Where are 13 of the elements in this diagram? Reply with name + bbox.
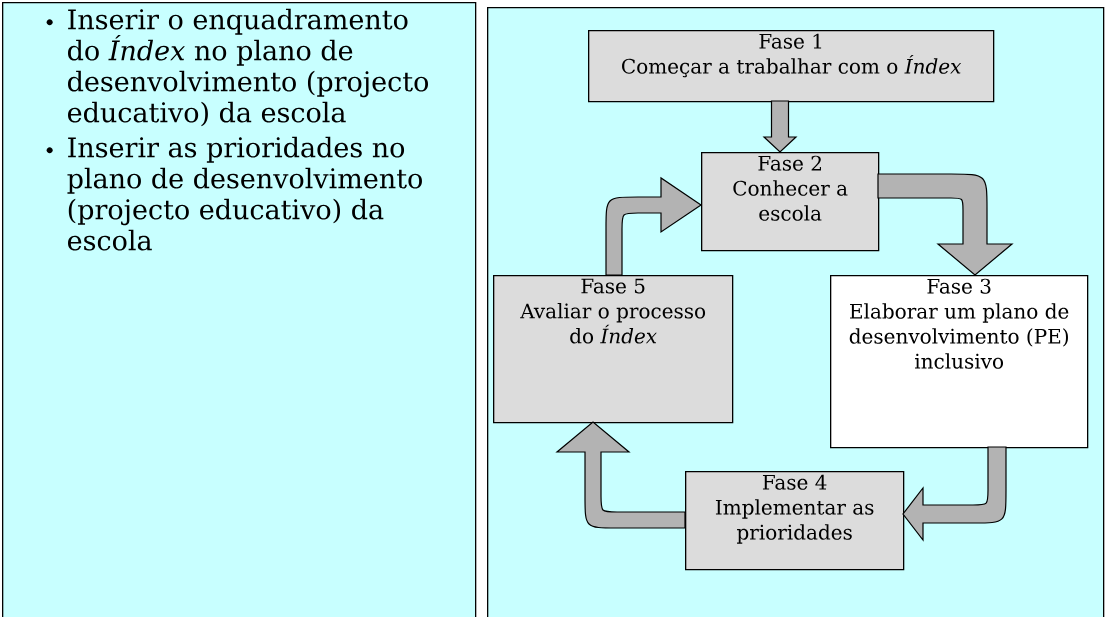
phase-box: Fase 5 Avaliar o processo do Índex bbox=[493, 275, 734, 424]
block-arrow bbox=[877, 173, 1013, 276]
phase-box: Fase 4 Implementar as prioridades bbox=[685, 471, 905, 571]
block-arrow bbox=[762, 100, 798, 153]
phase-box: Fase 3 Elaborar um plano de desenvolvimento (PE) inclusivo bbox=[830, 275, 1089, 449]
phase-box: Fase 1 Começar a trabalhar com o Índex bbox=[588, 30, 995, 103]
block-arrow bbox=[556, 421, 686, 529]
text-panel bbox=[2, 2, 477, 617]
block-arrow bbox=[605, 177, 702, 276]
list-item: Inserir as prioridades no plano de desenvolvimento (projecto educativo) da escola bbox=[67, 136, 422, 251]
phase-box: Fase 2 Conhecer a escola bbox=[701, 152, 880, 252]
list-item: Inserir o enquadramento do Índex no plano de desenvolvimento (projecto educativo) da escola bbox=[68, 8, 428, 127]
block-arrow bbox=[902, 446, 1007, 541]
